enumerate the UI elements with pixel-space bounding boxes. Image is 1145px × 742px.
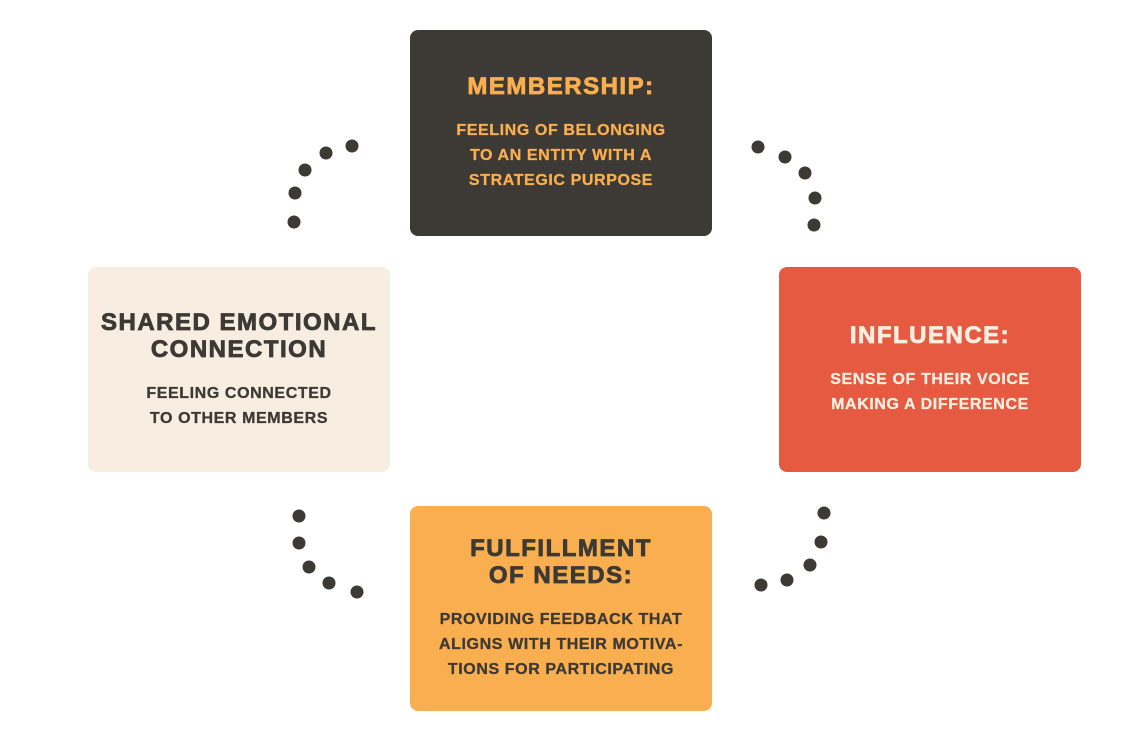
connector-dot — [778, 150, 792, 164]
connector-dot — [287, 215, 301, 229]
title-line: of needs: — [488, 562, 634, 590]
shared-title: Shared emotional connection — [101, 308, 377, 363]
connector-dot — [319, 146, 333, 160]
connector-dot — [803, 558, 817, 572]
connector-dot — [288, 186, 302, 200]
fulfillment-title: Fulfillment of needs: — [470, 535, 652, 590]
desc-line: Feeling of belonging — [456, 122, 666, 139]
connector-dot — [817, 506, 831, 520]
desc-line: aligns with their motiva- — [438, 636, 683, 653]
influence-card: Influence: Sense of their voice making a… — [779, 267, 1081, 472]
desc-line: Providing feedback that — [439, 611, 683, 628]
connector-dot — [754, 578, 768, 592]
title-line: connection — [150, 335, 328, 363]
shared-description: Feeling connected to other members — [146, 381, 331, 431]
connector-dot — [808, 191, 822, 205]
fulfillment-card: Fulfillment of needs: Providing feedback… — [410, 506, 712, 711]
connector-dot — [751, 140, 765, 154]
connector-dot — [322, 576, 336, 590]
influence-title: Influence: — [849, 322, 1011, 350]
connector-dot — [292, 509, 306, 523]
membership-title: Membership: — [467, 73, 655, 101]
connector-dot — [780, 573, 794, 587]
desc-line: strategic purpose — [468, 172, 654, 189]
connector-dot — [798, 166, 812, 180]
connector-dot — [807, 218, 821, 232]
desc-line: Sense of their voice — [830, 371, 1030, 388]
desc-line: to other members — [149, 409, 329, 427]
connector-dot — [302, 560, 316, 574]
desc-line: tions for participating — [447, 661, 675, 678]
desc-line: making a difference — [831, 396, 1029, 413]
connector-dot — [350, 585, 364, 599]
title-line: Fulfillment — [470, 535, 652, 563]
fulfillment-description: Providing feedback that aligns with thei… — [439, 607, 683, 682]
membership-description: Feeling of belonging to an entity with a… — [456, 118, 665, 193]
membership-card: Membership: Feeling of belonging to an e… — [410, 30, 712, 236]
desc-line: Feeling connected — [146, 384, 332, 402]
influence-description: Sense of their voice making a difference — [830, 367, 1030, 417]
desc-line: to an entity with a — [469, 147, 653, 164]
connector-dot — [814, 535, 828, 549]
connector-dot — [345, 139, 359, 153]
title-line: Shared emotional — [101, 308, 377, 336]
connector-dot — [298, 163, 312, 177]
connector-dot — [292, 536, 306, 550]
shared-emotional-connection-card: Shared emotional connection Feeling conn… — [88, 267, 390, 472]
